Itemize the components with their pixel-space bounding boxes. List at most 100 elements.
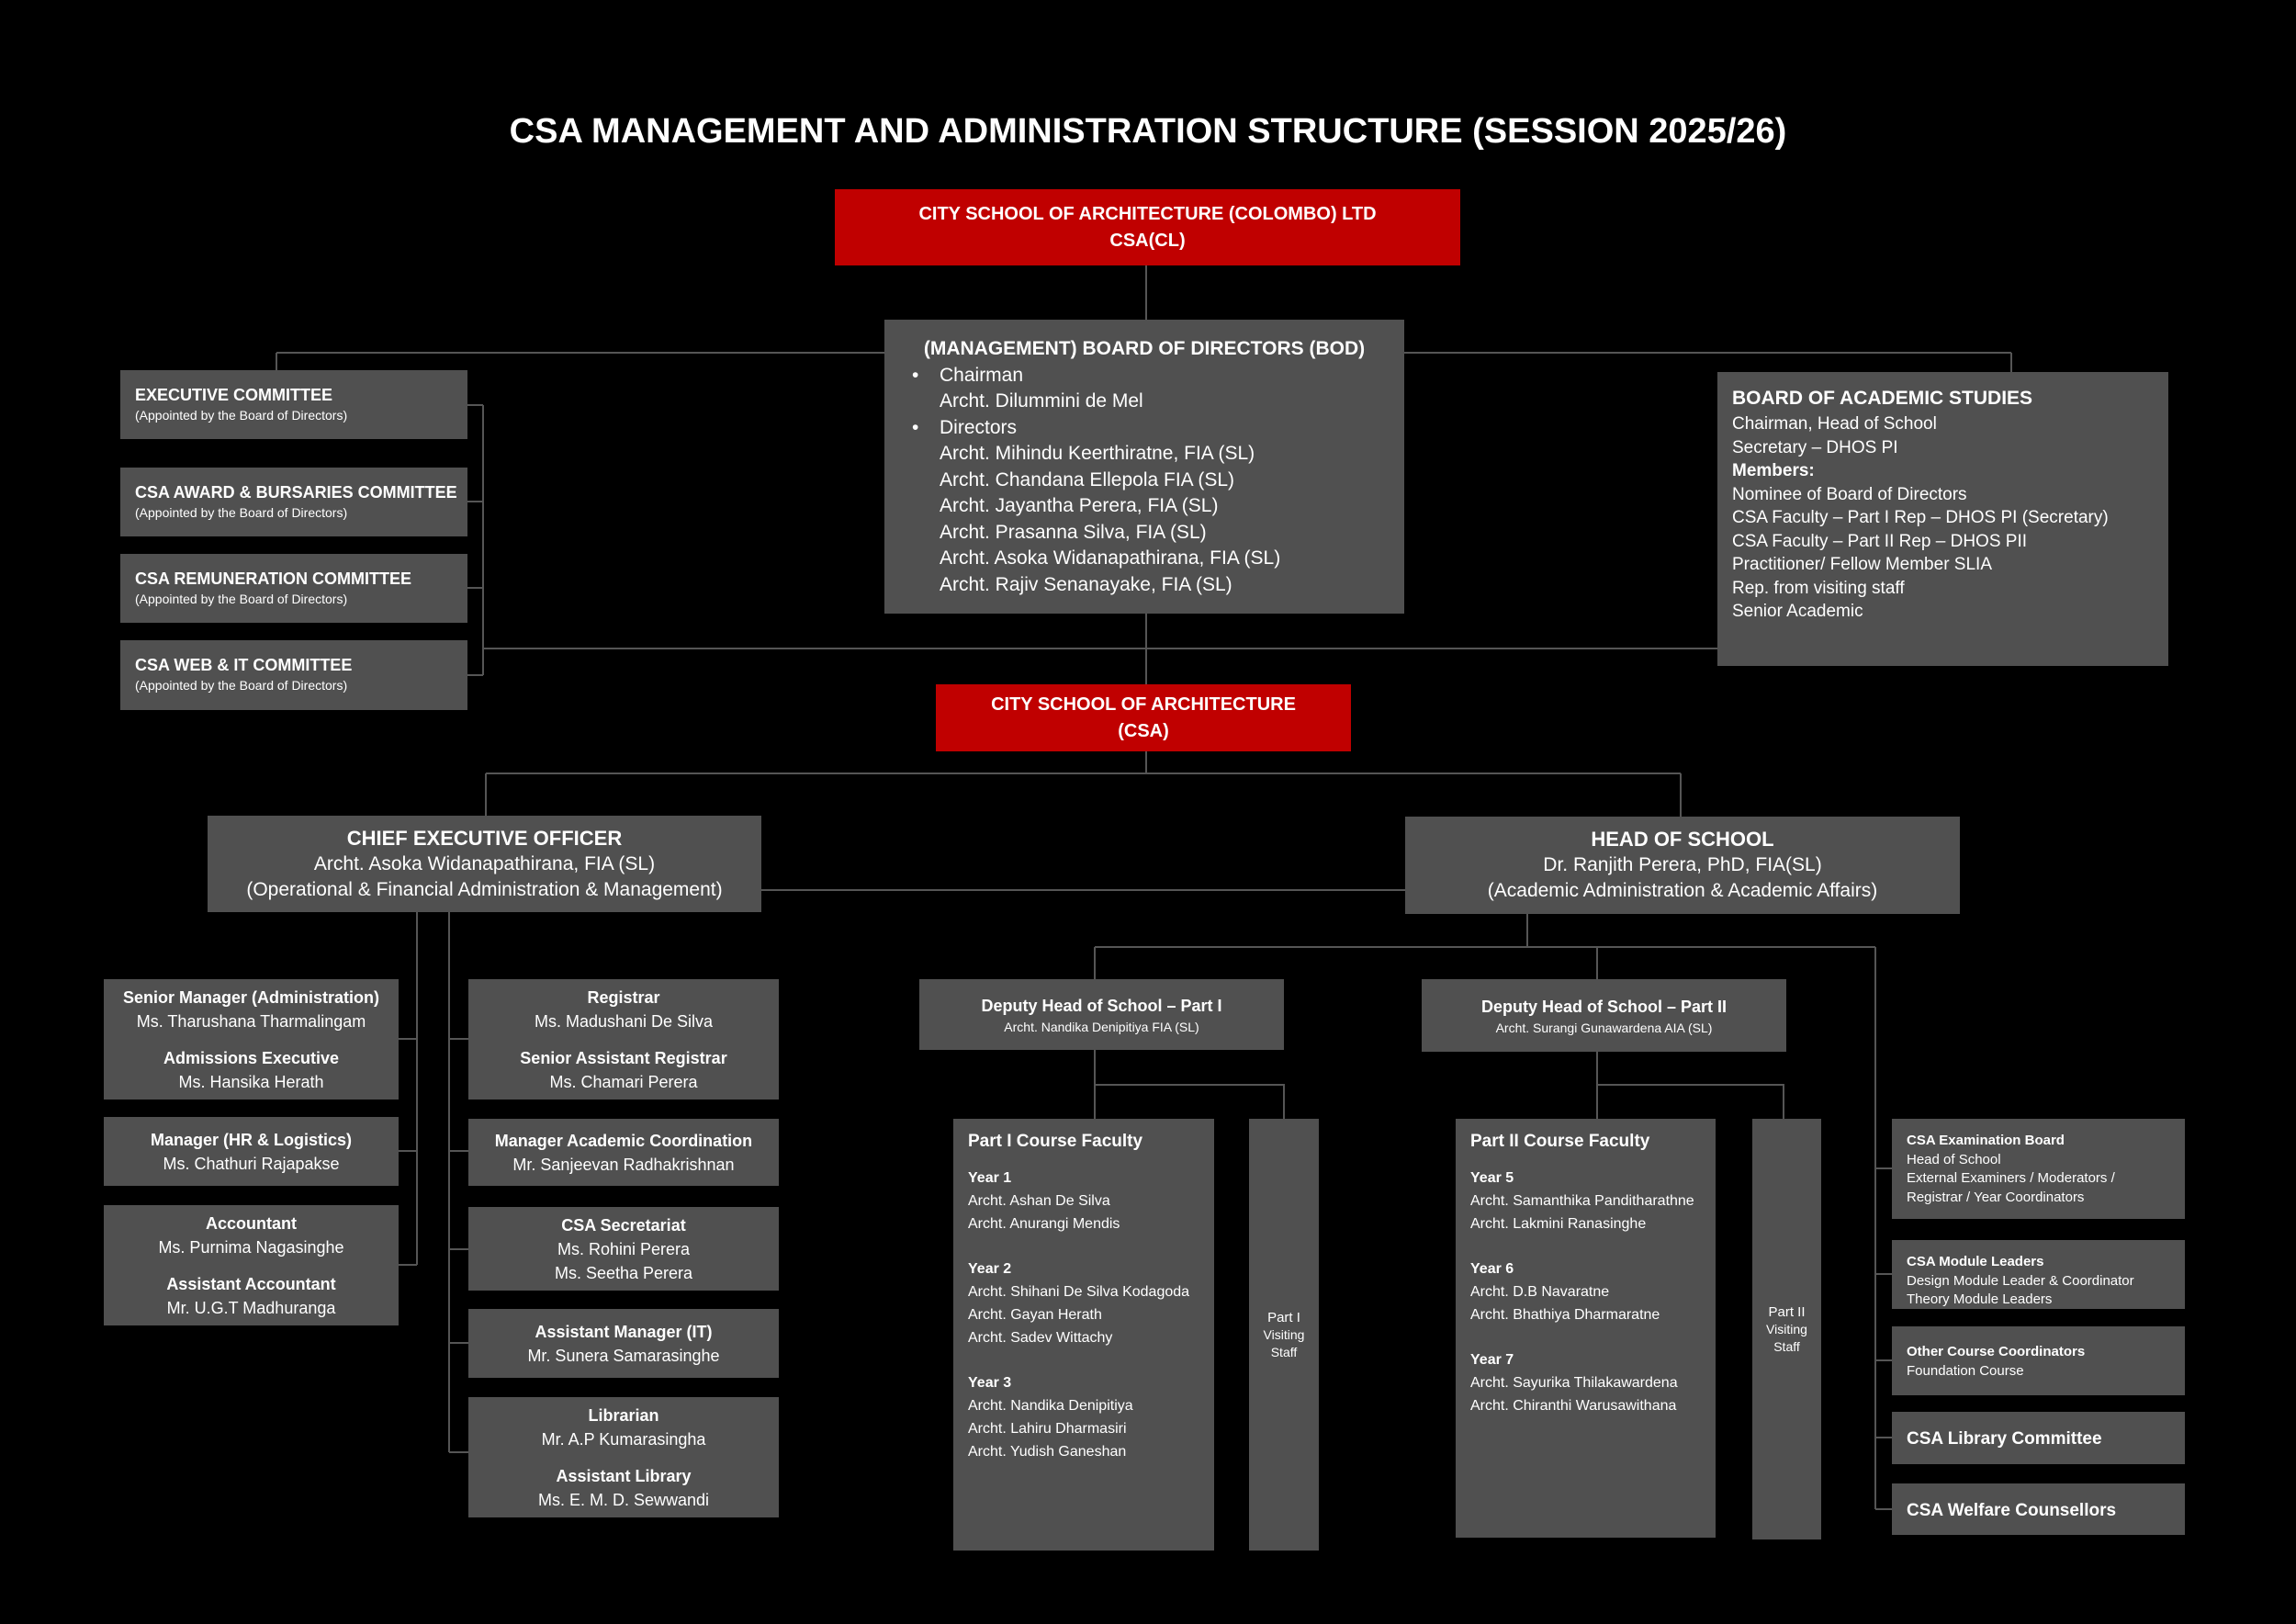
- hos-role: (Academic Administration & Academic Affa…: [1487, 880, 1878, 901]
- welfare-counsellors-box: CSA Welfare Counsellors: [1892, 1483, 2185, 1535]
- bod-chairman: Archt. Dilummini de Mel: [940, 390, 1143, 412]
- person: Ms. Tharushana Tharmalingam: [136, 1011, 366, 1031]
- visiting-label: Visiting: [1263, 1326, 1305, 1342]
- deputy-name: Archt. Nandika Denipitiya FIA (SL): [1004, 1019, 1199, 1034]
- committee-sub: (Appointed by the Board of Directors): [135, 505, 348, 520]
- year-label: Year 7: [1470, 1352, 1514, 1368]
- academic-board-line: Chairman, Head of School: [1732, 414, 1937, 434]
- bod-chairman-label: Chairman: [912, 363, 1404, 389]
- faculty-title: Part I Course Faculty: [968, 1132, 1143, 1151]
- box-title: CSA Welfare Counsellors: [1907, 1501, 2117, 1520]
- committee-title: CSA REMUNERATION COMMITTEE: [135, 570, 411, 588]
- faculty-member: Archt. Chiranthi Warusawithana: [1470, 1398, 1677, 1414]
- ceo-name: Archt. Asoka Widanapathirana, FIA (SL): [313, 852, 656, 874]
- bod-directors-label: Directors: [912, 415, 1404, 442]
- company-name: CITY SCHOOL OF ARCHITECTURE (COLOMBO) LT…: [918, 203, 1377, 224]
- committee-box: CSA REMUNERATION COMMITTEE (Appointed by …: [120, 554, 467, 623]
- academic-board-member: Practitioner/ Fellow Member SLIA: [1732, 555, 1992, 574]
- role: Assistant Library: [556, 1466, 692, 1485]
- bod-director: Archt. Mihindu Keerthiratne, FIA (SL): [940, 443, 1255, 464]
- faculty-member: Archt. Yudish Ganeshan: [968, 1444, 1127, 1460]
- box-title: CSA Module Leaders: [1907, 1254, 2044, 1269]
- committee-title: EXECUTIVE COMMITTEE: [135, 386, 333, 404]
- role: Registrar: [587, 987, 660, 1007]
- visiting-label: Part II: [1768, 1303, 1806, 1320]
- person: Ms. Rohini Perera: [557, 1239, 691, 1258]
- bod-director: Archt. Prasanna Silva, FIA (SL): [940, 521, 1207, 543]
- person: Ms. Hansika Herath: [178, 1072, 324, 1091]
- admin-box: Manager (HR & Logistics)Ms. Chathuri Raj…: [104, 1117, 399, 1186]
- box-title: CSA Examination Board: [1907, 1133, 2065, 1148]
- bod-director: Archt. Asoka Widanapathirana, FIA (SL): [940, 547, 1281, 569]
- hos-name: Dr. Ranjith Perera, PhD, FIA(SL): [1543, 854, 1822, 875]
- academic-board-title: BOARD OF ACADEMIC STUDIES: [1732, 388, 2033, 409]
- academic-board-member: CSA Faculty – Part I Rep – DHOS PI (Secr…: [1732, 508, 2109, 527]
- spacer: [968, 1235, 1199, 1257]
- role: Senior Assistant Registrar: [520, 1048, 727, 1067]
- box-title: CSA Library Committee: [1907, 1429, 2102, 1449]
- faculty-title: Part II Course Faculty: [1470, 1132, 1650, 1151]
- spacer: [1470, 1235, 1701, 1257]
- academic-board-member: Nominee of Board of Directors: [1732, 484, 1967, 504]
- faculty-member: Archt. Lahiru Dharmasiri: [968, 1421, 1127, 1437]
- school-box: CITY SCHOOL OF ARCHITECTURE (CSA): [936, 684, 1351, 751]
- admin-box: Senior Manager (Administration) Ms. Tharu…: [104, 979, 399, 1100]
- company-box: CITY SCHOOL OF ARCHITECTURE (COLOMBO) LT…: [835, 189, 1460, 265]
- library-committee-box: CSA Library Committee: [1892, 1412, 2185, 1464]
- year-label: Year 3: [968, 1375, 1012, 1391]
- hos-title: HEAD OF SCHOOL: [1591, 828, 1774, 851]
- faculty-member: Archt. Sadev Wittachy: [968, 1330, 1113, 1346]
- faculty-member: Archt. D.B Navaratne: [1470, 1284, 1610, 1300]
- academic-board-member: Senior Academic: [1732, 602, 1863, 621]
- members-label: Members:: [1732, 461, 1815, 480]
- deputy-name: Archt. Surangi Gunawardena AIA (SL): [1495, 1020, 1713, 1035]
- box-line: External Examiners / Moderators /: [1907, 1170, 2115, 1186]
- visiting-label: Staff: [1270, 1344, 1298, 1359]
- ceo-box: CHIEF EXECUTIVE OFFICER Archt. Asoka Wid…: [208, 816, 761, 912]
- school-name: CITY SCHOOL OF ARCHITECTURE: [991, 694, 1296, 715]
- faculty-member: Archt. Lakmini Ranasinghe: [1470, 1216, 1647, 1232]
- role: Manager (HR & Logistics): [150, 1130, 353, 1149]
- role: Assistant Manager (IT): [535, 1322, 713, 1341]
- visiting-label: Part I: [1267, 1309, 1300, 1325]
- person: Ms. Purnima Nagasinghe: [158, 1237, 344, 1257]
- person: Mr. U.G.T Madhuranga: [166, 1298, 336, 1317]
- academic-board-member: Rep. from visiting staff: [1732, 578, 1905, 598]
- board-of-directors-box: (MANAGEMENT) BOARD OF DIRECTORS (BOD) Ch…: [884, 320, 1404, 614]
- committee-title: CSA WEB & IT COMMITTEE: [135, 656, 353, 674]
- person: Mr. Sanjeevan Radhakrishnan: [512, 1155, 735, 1174]
- role: Manager Academic Coordination: [494, 1131, 753, 1150]
- faculty-member: Archt. Nandika Denipitiya: [968, 1398, 1133, 1414]
- person: Ms. E. M. D. Sewwandi: [537, 1490, 710, 1509]
- academic-board-box: BOARD OF ACADEMIC STUDIES Chairman, Head…: [1717, 372, 2168, 666]
- page-title: CSA MANAGEMENT AND ADMINISTRATION STRUCT…: [509, 112, 1787, 151]
- spacer: [968, 1349, 1199, 1371]
- visiting-label: Visiting: [1766, 1321, 1807, 1336]
- box-line: Theory Module Leaders: [1907, 1291, 2053, 1307]
- faculty-member: Archt. Shihani De Silva Kodagoda: [968, 1284, 1190, 1300]
- committee-box: CSA AWARD & BURSARIES COMMITTEE(Appointe…: [120, 468, 467, 536]
- committee-sub: (Appointed by the Board of Directors): [135, 678, 348, 693]
- role: Senior Manager (Administration): [122, 987, 380, 1007]
- box-title: Other Course Coordinators: [1907, 1344, 2086, 1359]
- committee-box: EXECUTIVE COMMITTEE(Appointed by the Boa…: [120, 370, 467, 439]
- person: Mr. Sunera Samarasinghe: [527, 1346, 720, 1365]
- role: Assistant Accountant: [166, 1274, 336, 1293]
- bod-director: Archt. Rajiv Senanayake, FIA (SL): [940, 573, 1232, 595]
- bod-director: Archt. Jayantha Perera, FIA (SL): [940, 495, 1219, 516]
- committee-sub: (Appointed by the Board of Directors): [135, 592, 348, 606]
- role: CSA Secretariat: [561, 1215, 686, 1235]
- role: Librarian: [588, 1405, 659, 1425]
- faculty-member: Archt. Samanthika Panditharathne: [1470, 1193, 1694, 1209]
